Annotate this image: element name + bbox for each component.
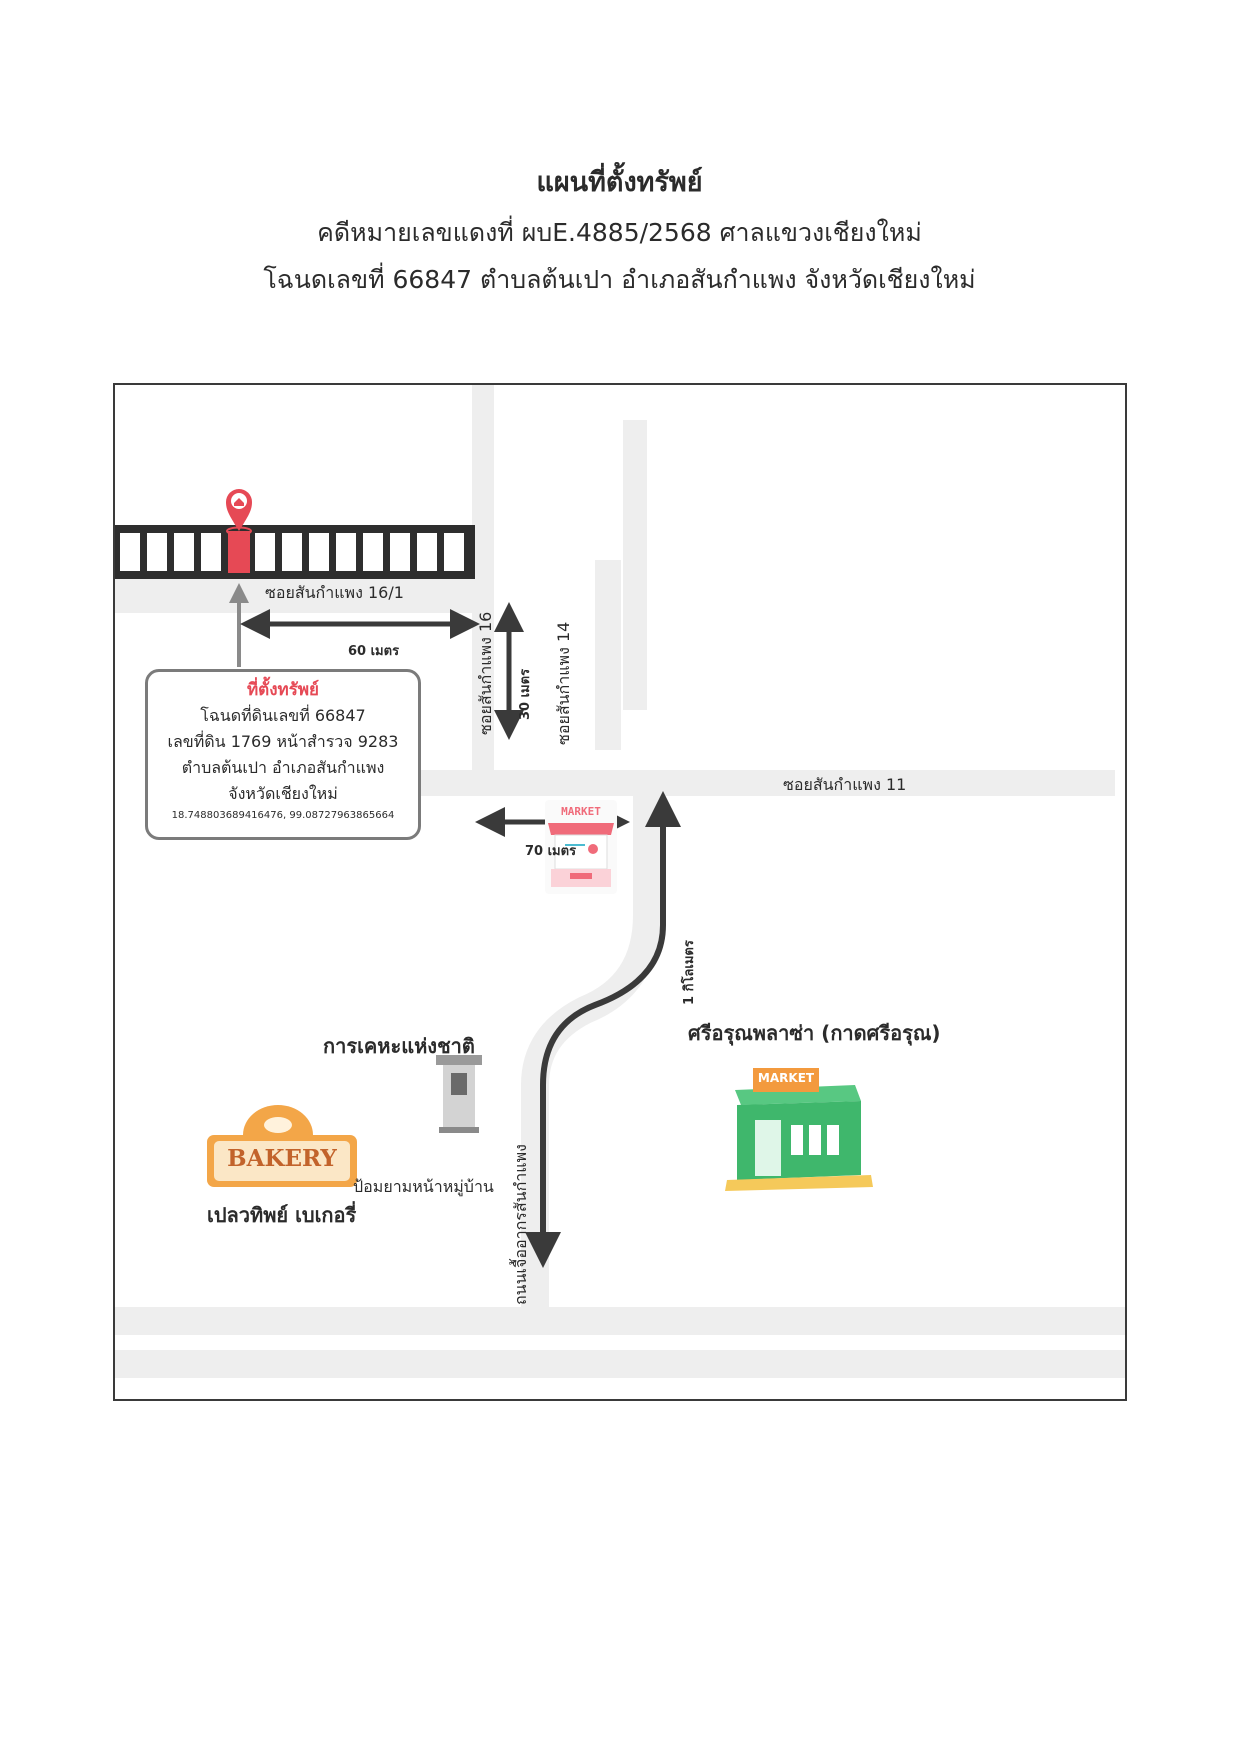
property-land-number: เลขที่ดิน 1769 หน้าสำรวจ 9283	[167, 732, 399, 751]
road-soi-16	[472, 385, 494, 785]
landmark-guard-box: ป้อมยามหน้าหมู่บ้าน	[353, 1177, 494, 1196]
location-pin-icon	[226, 489, 252, 536]
property-plot	[228, 531, 250, 573]
property-strip	[115, 525, 475, 579]
distance-label-1km: 1 กิโลเมตร	[682, 940, 697, 1005]
property-subdistrict: ตำบลต้นเปา อำเภอสันกำแพง	[181, 758, 385, 777]
road-label-soi-11: ซอยสันกำแพง 11	[783, 775, 907, 794]
bakery-sign-icon	[207, 1105, 357, 1187]
market-stall-icon	[545, 800, 617, 894]
landmark-bakery: เปลวทิพย์ เบเกอรี่	[207, 1203, 357, 1227]
guard-box-icon	[436, 1055, 482, 1133]
location-map: ซอยสันกำแพง 16/1 60 เมตร ซอยสันกำแพง 16 …	[113, 383, 1127, 1401]
road-soi-11	[325, 770, 1115, 796]
distance-label-70m: 70 เมตร	[525, 844, 577, 859]
market-building-sign: MARKET	[757, 1071, 815, 1085]
page-title: แผนที่ตั้งทรัพย์	[536, 167, 703, 198]
road-north	[623, 420, 647, 710]
road-label-main: ถนนเจื้ออากรสันกำแพง	[511, 1144, 530, 1305]
property-info-title: ที่ตั้งทรัพย์	[246, 680, 320, 700]
case-number: คดีหมายเลขแดงที่ ผบE.4885/2568 ศาลแขวงเช…	[317, 218, 922, 247]
distance-arrow-1km	[525, 791, 681, 1268]
map-drawing	[115, 385, 1125, 1378]
distance-label-30m: 30 เมตร	[518, 668, 533, 720]
road-main-2	[115, 1350, 1125, 1378]
deed-info: โฉนดเลขที่ 66847 ตำบลต้นเปา อำเภอสันกำแพ…	[263, 265, 976, 294]
property-info-box: ที่ตั้งทรัพย์ โฉนดที่ดินเลขที่ 66847 เลข…	[145, 669, 421, 840]
road-main-1	[115, 1307, 1125, 1335]
road-label-soi-16-1: ซอยสันกำแพง 16/1	[265, 583, 404, 602]
property-deed-number: โฉนดที่ดินเลขที่ 66847	[200, 706, 366, 725]
property-province: จังหวัดเชียงใหม่	[228, 784, 338, 803]
market-building-icon	[725, 1068, 873, 1191]
property-coordinates: 18.748803689416476, 99.08727963865664	[171, 810, 395, 821]
distance-label-60m: 60 เมตร	[348, 644, 400, 659]
landmark-housing-authority: การเคหะแห่งชาติ	[323, 1034, 475, 1058]
landmark-plaza: ศรีอรุณพลาซ่า (กาดศรีอรุณ)	[688, 1021, 941, 1045]
strip-cells	[120, 533, 464, 571]
road-label-soi-14: ซอยสันกำแพง 14	[554, 621, 573, 745]
road-network	[115, 385, 1125, 1378]
bakery-sign-text: BAKERY	[227, 1145, 337, 1172]
market-stall-sign: MARKET	[561, 805, 601, 818]
road-label-soi-16: ซอยสันกำแพง 16	[476, 611, 495, 735]
road-soi-14	[595, 560, 621, 750]
